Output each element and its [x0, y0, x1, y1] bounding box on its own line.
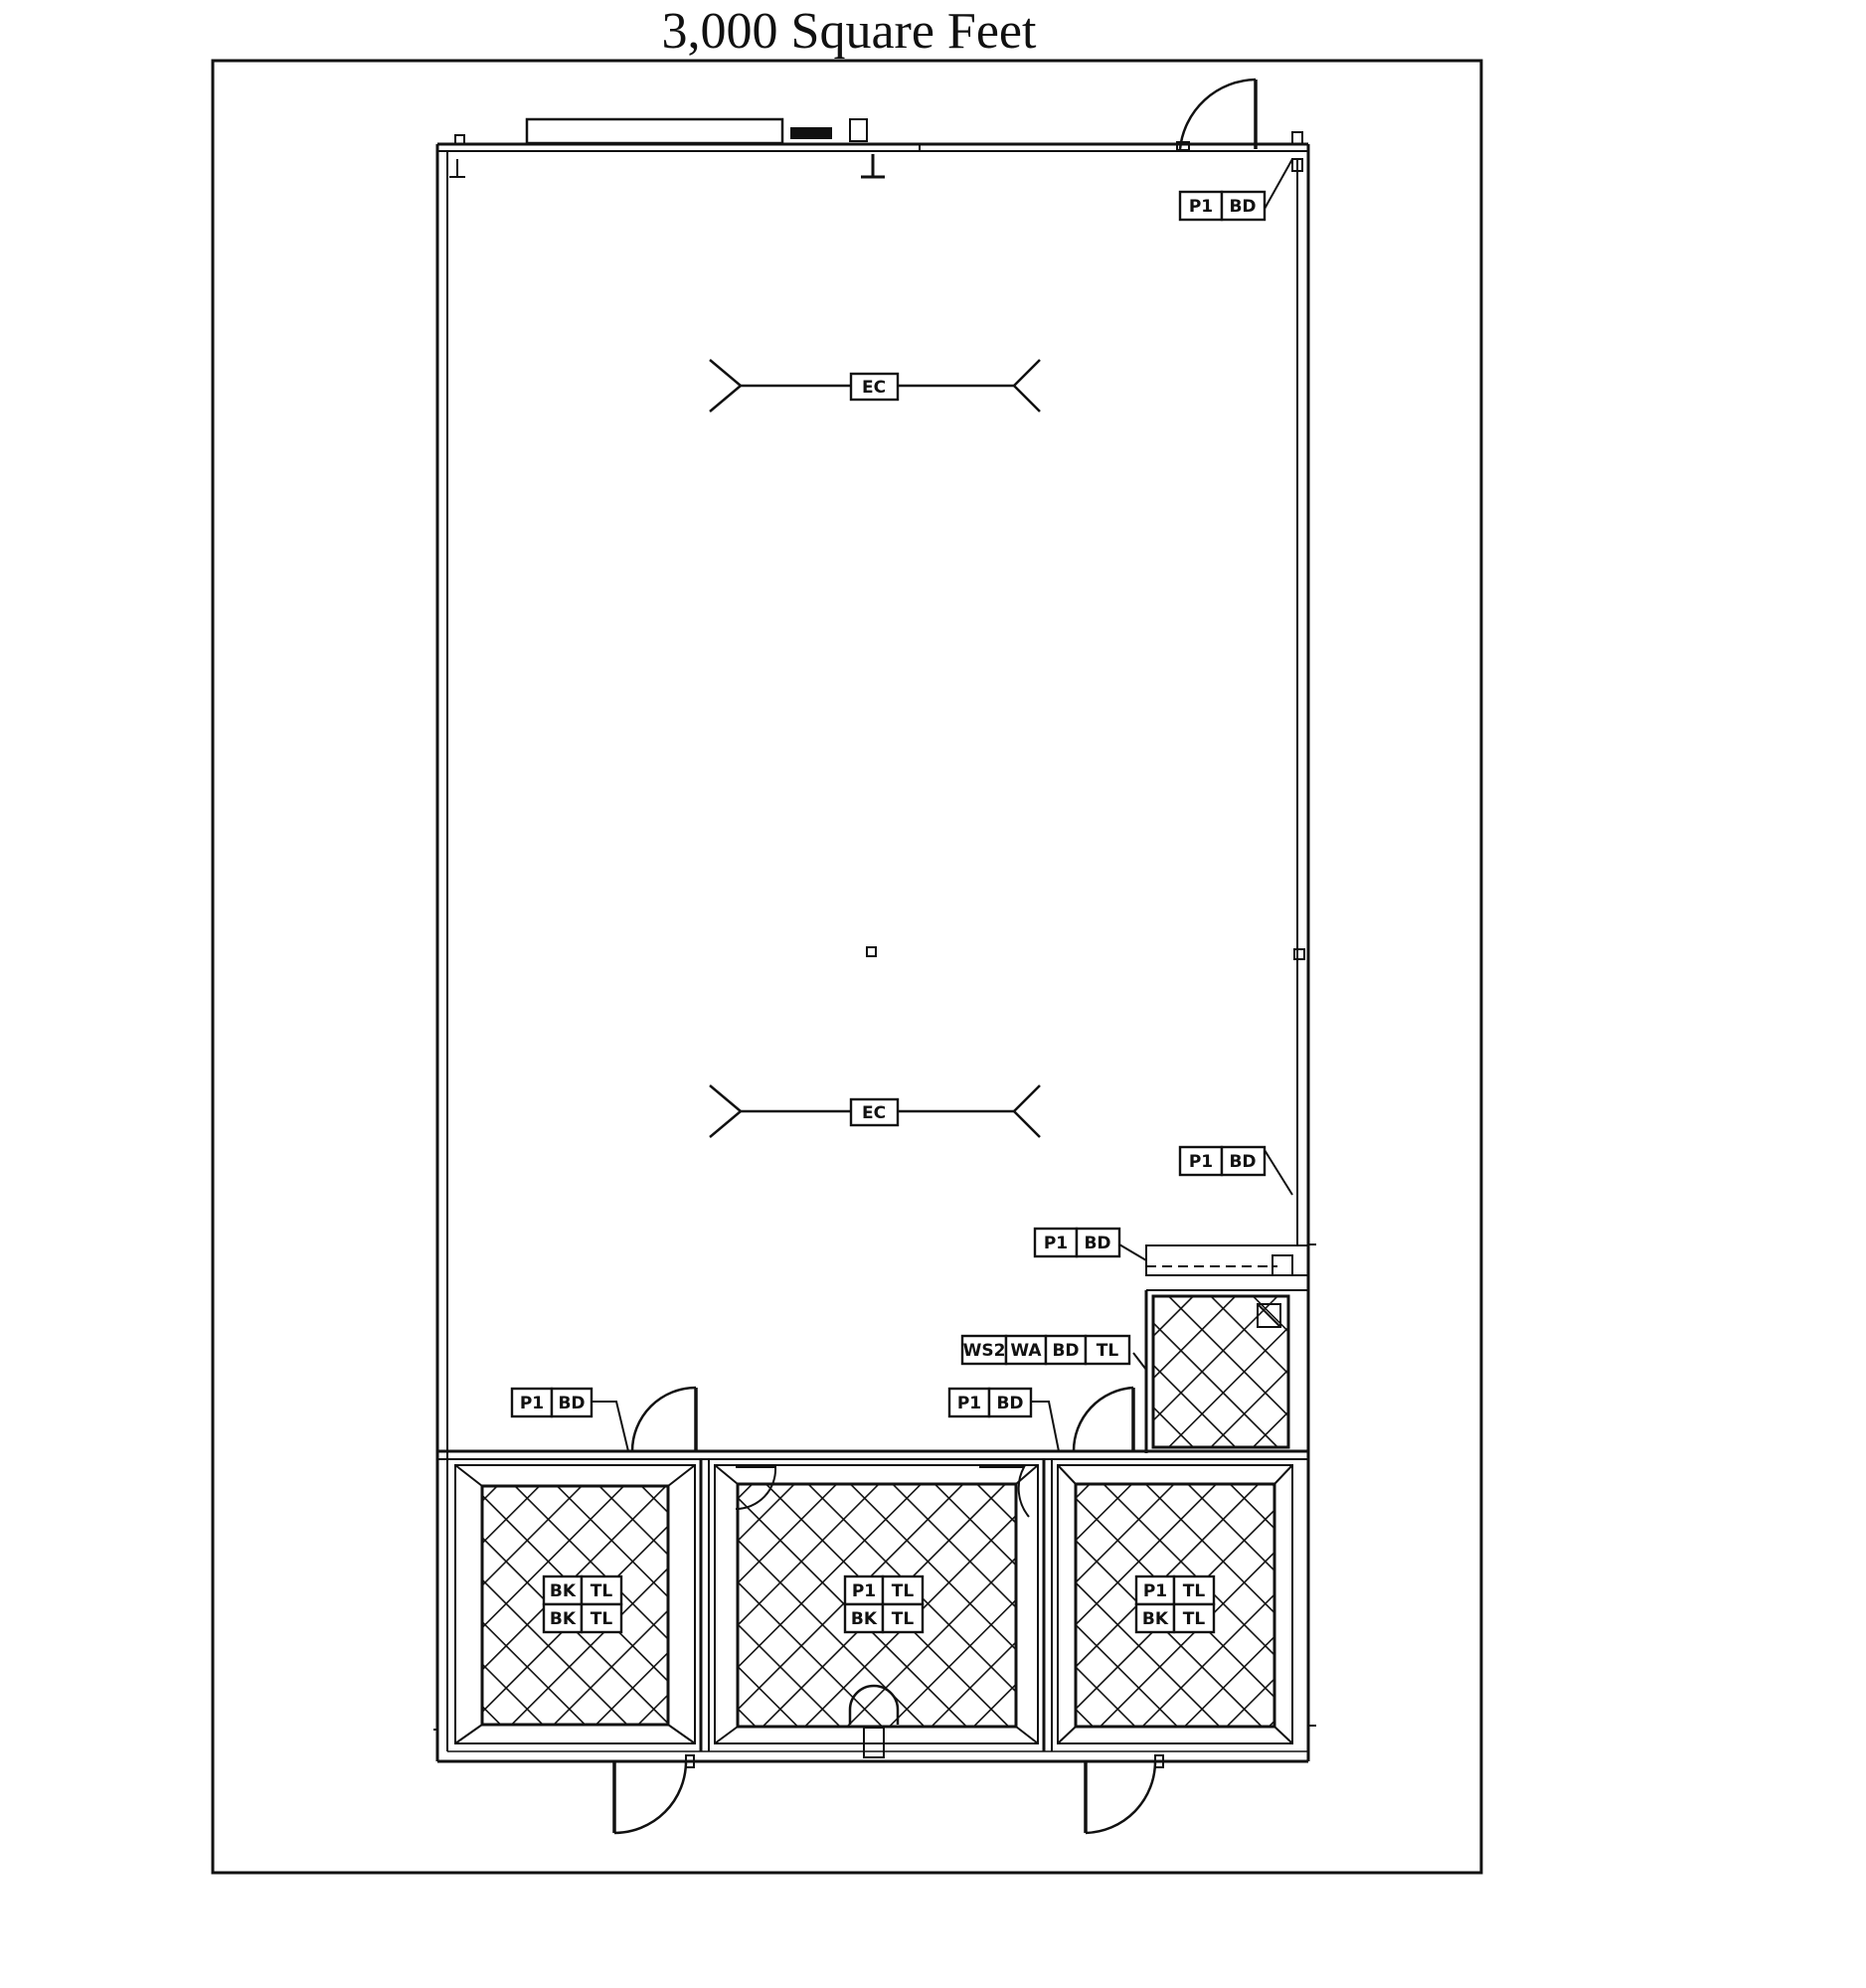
entry-door-swing — [1176, 78, 1258, 151]
room-tag-text: TL — [1183, 1581, 1206, 1601]
finish-tag-center-door: P1 BD — [947, 1387, 1033, 1418]
room-tag-text: TL — [591, 1609, 613, 1629]
fixture-tag-lower: EC — [849, 1097, 900, 1127]
finish-tag-text: BD — [996, 1394, 1023, 1413]
plan-title: 3,000 Square Feet — [661, 3, 1037, 60]
finish-tag-text: P1 — [1189, 1152, 1213, 1172]
room-tag-text: P1 — [852, 1581, 876, 1601]
room-tag-text: P1 — [1143, 1581, 1167, 1601]
room-2-tag: P1 TL BK TL — [843, 1574, 925, 1634]
finish-tag-text: WA — [1010, 1341, 1042, 1361]
finish-tag-text: BD — [1052, 1341, 1079, 1361]
finish-tag-text: BD — [1229, 1152, 1256, 1172]
finish-tag-text: TL — [1097, 1341, 1119, 1361]
room-1-tag: BK TL BK TL — [542, 1574, 623, 1634]
finish-tag-closet-schedule: WS2 WA BD TL — [960, 1334, 1131, 1366]
room-partition — [437, 1449, 1308, 1751]
finish-tag-left-door: P1 BD — [510, 1387, 594, 1418]
finish-tag-text: WS2 — [963, 1341, 1006, 1361]
room-tag-text: TL — [1183, 1609, 1206, 1629]
finish-tag-closet: P1 BD — [1033, 1227, 1121, 1258]
finish-tag-text: BD — [558, 1394, 585, 1413]
floor-outlet-icon — [866, 946, 877, 957]
finish-tag-top-right: P1 BD — [1178, 190, 1267, 222]
room-tag-text: TL — [591, 1581, 613, 1601]
finish-tag-text: BD — [1229, 197, 1256, 217]
room-tag-text: BK — [1142, 1609, 1169, 1629]
finish-tag-text: BD — [1084, 1234, 1110, 1253]
fixture-tag-upper: EC — [849, 372, 900, 402]
room-tag-text: BK — [851, 1609, 878, 1629]
finish-tag-text: P1 — [520, 1394, 544, 1413]
drawing-frame — [211, 59, 1483, 1875]
fixture-tag-text: EC — [862, 1103, 886, 1123]
room-3-tag: P1 TL BK TL — [1134, 1574, 1216, 1634]
room-tag-text: BK — [550, 1581, 577, 1601]
room-tag-text: TL — [892, 1581, 915, 1601]
rear-door-swings — [612, 1754, 1164, 1835]
tag-leaders — [592, 158, 1293, 1452]
room-tag-text: TL — [892, 1609, 915, 1629]
finish-tag-text: P1 — [1044, 1234, 1068, 1253]
fixture-tag-text: EC — [862, 378, 886, 398]
finish-tag-text: P1 — [1189, 197, 1213, 217]
finish-tag-text: P1 — [957, 1394, 981, 1413]
room-door-swings — [630, 1386, 1135, 1518]
utility-closet — [1144, 1244, 1309, 1453]
storefront-window — [449, 117, 921, 179]
finish-tag-right-lower: P1 BD — [1178, 1145, 1267, 1177]
room-tag-text: BK — [550, 1609, 577, 1629]
